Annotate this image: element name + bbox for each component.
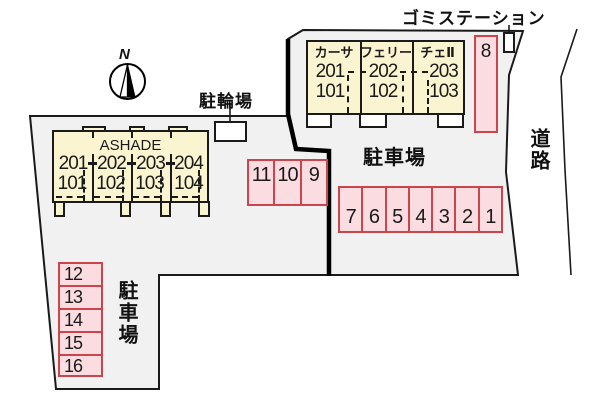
ashade-balcony-dashed-line bbox=[160, 170, 162, 201]
parking-spot-7: 7 bbox=[345, 206, 357, 228]
ashade-balcony-dashed-line bbox=[172, 196, 198, 198]
ashade-balcony-dashed-line bbox=[56, 196, 83, 198]
casa-name-part: フェリー bbox=[360, 45, 413, 60]
ashade-balcony-dashed-line bbox=[133, 196, 160, 198]
parking-spot-9: 9 bbox=[299, 161, 326, 204]
casa-name-part: カーサ bbox=[314, 45, 354, 60]
casa-dashed-connector bbox=[400, 71, 428, 73]
ashade-entrance-leg bbox=[198, 201, 210, 217]
casa-entrance-porch bbox=[359, 113, 387, 128]
parking-spot-10: 10 bbox=[273, 161, 299, 204]
ashade-unit-upper: 203 bbox=[136, 153, 166, 174]
parking-col-12-16: 12 13 14 15 16 bbox=[58, 262, 103, 377]
ashade-entrance-leg bbox=[54, 201, 65, 217]
casa-dashed-connector bbox=[348, 71, 366, 73]
ashade-unit-upper: 204 bbox=[174, 153, 204, 174]
ashade-balcony-dashed-line bbox=[198, 170, 200, 201]
parking-spot-3: 3 bbox=[431, 188, 454, 231]
casa-unit-lower: 102 bbox=[368, 81, 399, 102]
parcel-boundary-thick-line bbox=[285, 39, 332, 276]
parking-spot-1: 1 bbox=[477, 188, 501, 231]
ashade-unit-upper: 201 bbox=[58, 153, 89, 174]
bicycle-parking-box bbox=[214, 121, 247, 142]
road-edge-line bbox=[560, 28, 578, 276]
garbage-station-box bbox=[503, 32, 515, 53]
parking-spot-8: 8 bbox=[474, 35, 498, 133]
room-number-hyphen bbox=[127, 162, 136, 165]
ashade-unit-lower: 104 bbox=[174, 173, 204, 194]
casa-balcony-dashed-line bbox=[427, 80, 429, 113]
unit-divider bbox=[131, 132, 133, 201]
ashade-unit-lower: 101 bbox=[57, 173, 88, 194]
parking-spot-12: 12 bbox=[64, 264, 83, 284]
room-number-hyphen bbox=[166, 162, 175, 165]
unit-divider bbox=[412, 42, 414, 113]
parking-spot-15: 15 bbox=[60, 331, 101, 354]
parking-spot-5: 5 bbox=[384, 188, 408, 231]
parking-spot-4: 4 bbox=[407, 188, 431, 231]
ashade-building-name: ASHADE bbox=[54, 138, 207, 154]
casa-balcony-dashed-line bbox=[402, 75, 404, 113]
ashade-entrance-leg bbox=[120, 201, 131, 217]
unit-divider bbox=[170, 132, 172, 201]
ashade-entrance-leg bbox=[160, 201, 171, 217]
casa-entrance-porch bbox=[437, 113, 464, 128]
ashade-balcony-dashed-line bbox=[83, 170, 85, 201]
casa-unit-upper: 201 bbox=[315, 61, 346, 82]
building-ashade: ASHADE 201 202 203 204 101 102 103 104 bbox=[52, 130, 209, 203]
parking-spot-6: 6 bbox=[361, 188, 384, 231]
parking-row-1-7: 7 6 5 4 3 2 1 bbox=[338, 186, 503, 233]
road-label: 道路 bbox=[527, 128, 549, 172]
parking-spot-14: 14 bbox=[60, 308, 101, 331]
casa-unit-upper: 202 bbox=[368, 61, 399, 82]
garbage-station-label: ゴミステーション bbox=[402, 9, 546, 28]
right-parking-lot-label: 駐車場 bbox=[363, 147, 426, 169]
unit-divider bbox=[360, 42, 362, 113]
parking-spot-13: 13 bbox=[60, 285, 101, 308]
parking-row-9-11: 11 10 9 bbox=[247, 159, 328, 206]
building-casa-felice: カーサ フェリー チェⅡ 201 202 203 101 102 103 bbox=[306, 40, 465, 115]
unit-divider bbox=[92, 132, 94, 201]
casa-unit-upper: 203 bbox=[429, 61, 459, 82]
parking-spot-2: 2 bbox=[454, 188, 477, 231]
room-number-hyphen bbox=[88, 162, 97, 165]
left-parking-lot-label: 駐車場 bbox=[115, 280, 137, 346]
casa-entrance-porch bbox=[306, 113, 332, 128]
compass-icon bbox=[109, 63, 146, 100]
bicycle-parking-label: 駐輪場 bbox=[199, 92, 253, 111]
parking-spot-16: 16 bbox=[60, 354, 101, 377]
casa-unit-lower: 103 bbox=[429, 81, 459, 102]
ashade-unit-lower: 102 bbox=[96, 173, 126, 194]
ashade-unit-upper: 202 bbox=[97, 153, 127, 174]
compass-north-label: N bbox=[119, 46, 130, 63]
ashade-balcony-dashed-line bbox=[122, 170, 124, 201]
casa-name-part: チェⅡ bbox=[420, 45, 455, 60]
ashade-balcony-dashed-line bbox=[94, 196, 122, 198]
casa-balcony-dashed-line bbox=[347, 75, 349, 113]
ashade-unit-lower: 103 bbox=[135, 173, 165, 194]
parking-spot-11: 11 bbox=[251, 164, 272, 186]
casa-unit-lower: 101 bbox=[315, 81, 346, 102]
